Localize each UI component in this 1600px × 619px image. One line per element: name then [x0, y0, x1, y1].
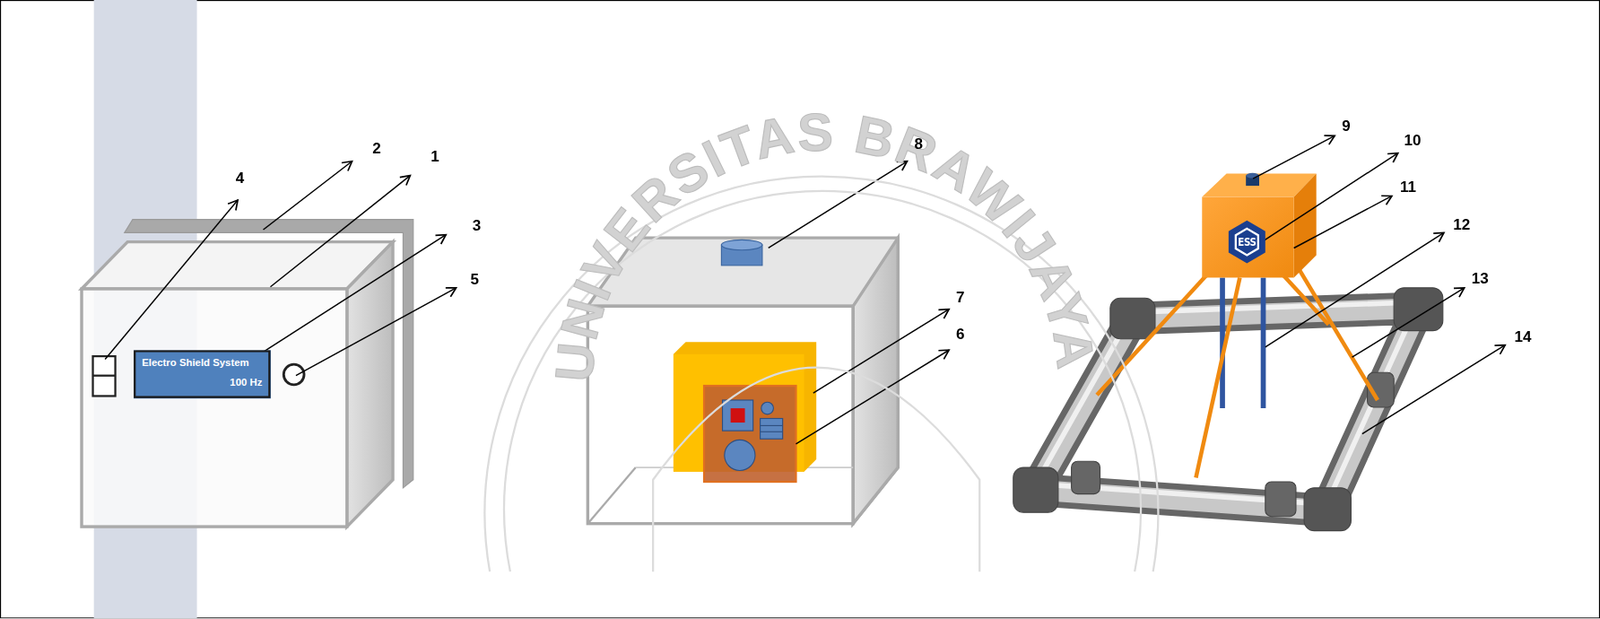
callout-number: 10	[1404, 131, 1422, 148]
callout-number: 6	[956, 325, 965, 341]
drawing-rect	[1304, 487, 1351, 531]
drawing-line	[1252, 135, 1335, 179]
drawing-line	[760, 425, 783, 427]
drawing-rect	[722, 400, 754, 431]
drawing-rect	[730, 408, 746, 423]
drawing-path	[652, 367, 980, 573]
watermark-text: UNIVERSITAS BRAWIJAYA	[543, 101, 1107, 384]
callout-number: 11	[1400, 178, 1417, 194]
drawing-rect	[1201, 197, 1294, 279]
drawing-polygon	[81, 242, 393, 289]
callout-number: 8	[913, 135, 922, 151]
callout-number: 9	[1341, 117, 1350, 133]
callout-number: 4	[235, 169, 244, 185]
drawing-line	[1096, 275, 1207, 395]
drawing-line	[760, 431, 783, 433]
drawing-polygon	[852, 237, 898, 524]
drawing-rect	[1393, 287, 1444, 331]
drawing-line	[768, 161, 908, 249]
drawing-line	[1263, 153, 1399, 242]
circuit-board	[704, 385, 796, 482]
drawing-rect	[1013, 467, 1059, 513]
drawing-line	[1195, 277, 1240, 478]
drawing-line	[254, 234, 446, 358]
open-enclosure	[587, 237, 898, 524]
drawing-polygon	[347, 242, 393, 527]
hexagon-inner	[1235, 228, 1259, 256]
drawing-line	[1294, 195, 1392, 248]
drawing-line	[1352, 287, 1465, 357]
drawing-line	[587, 467, 635, 524]
leader-lines	[104, 135, 1505, 444]
drawing-line	[813, 309, 949, 393]
callout-number: 12	[1452, 216, 1470, 232]
drawing-ellipse	[1245, 173, 1260, 179]
drawing-line	[270, 175, 411, 287]
drawing-line	[93, 374, 116, 377]
drawing-polygon	[1294, 173, 1317, 278]
callout-number: 13	[1471, 270, 1489, 287]
drawing-rect	[760, 417, 783, 439]
control-box	[1201, 173, 1316, 279]
knob	[283, 364, 305, 385]
logo-text: ESS	[1237, 235, 1256, 248]
drawing-line	[295, 287, 457, 376]
drawing-line	[795, 349, 949, 444]
logo-hexagon: ESS	[1224, 219, 1270, 265]
callout-number: 2	[372, 139, 381, 156]
power-switch	[93, 356, 116, 396]
drawing-rect	[1265, 481, 1296, 517]
display-title: Electro Shield System	[141, 356, 262, 371]
drawing-g	[1096, 267, 1378, 478]
drawing-line	[1297, 267, 1378, 400]
panel-enclosure	[81, 219, 414, 527]
drawing-rect	[1071, 460, 1101, 494]
drawing-ellipse	[721, 239, 763, 250]
hexagon-outer	[1228, 220, 1266, 264]
legs	[1096, 267, 1378, 478]
drawing-line	[104, 200, 238, 359]
watermark-text: UNIVERSITAS BRAWIJAYA	[543, 101, 1107, 384]
callout-number: 7	[956, 288, 965, 305]
drawing-circle	[724, 439, 756, 470]
drawing-circle	[761, 401, 774, 415]
callout-number: 1	[430, 147, 439, 164]
display-value: 100 Hz	[141, 375, 262, 391]
callout-number: 14	[1513, 328, 1531, 344]
drawing-line	[1260, 277, 1267, 409]
drawing-line	[1265, 232, 1444, 347]
callout-number: 5	[470, 271, 479, 287]
drawing-rect	[587, 305, 853, 523]
drawing-rect	[1110, 297, 1156, 340]
drawing-line	[1362, 345, 1505, 435]
callout-number: 3	[472, 217, 481, 233]
drawing-line	[263, 161, 353, 230]
drawing-polygon	[587, 237, 898, 524]
display-panel: Electro Shield System 100 Hz	[133, 349, 270, 398]
